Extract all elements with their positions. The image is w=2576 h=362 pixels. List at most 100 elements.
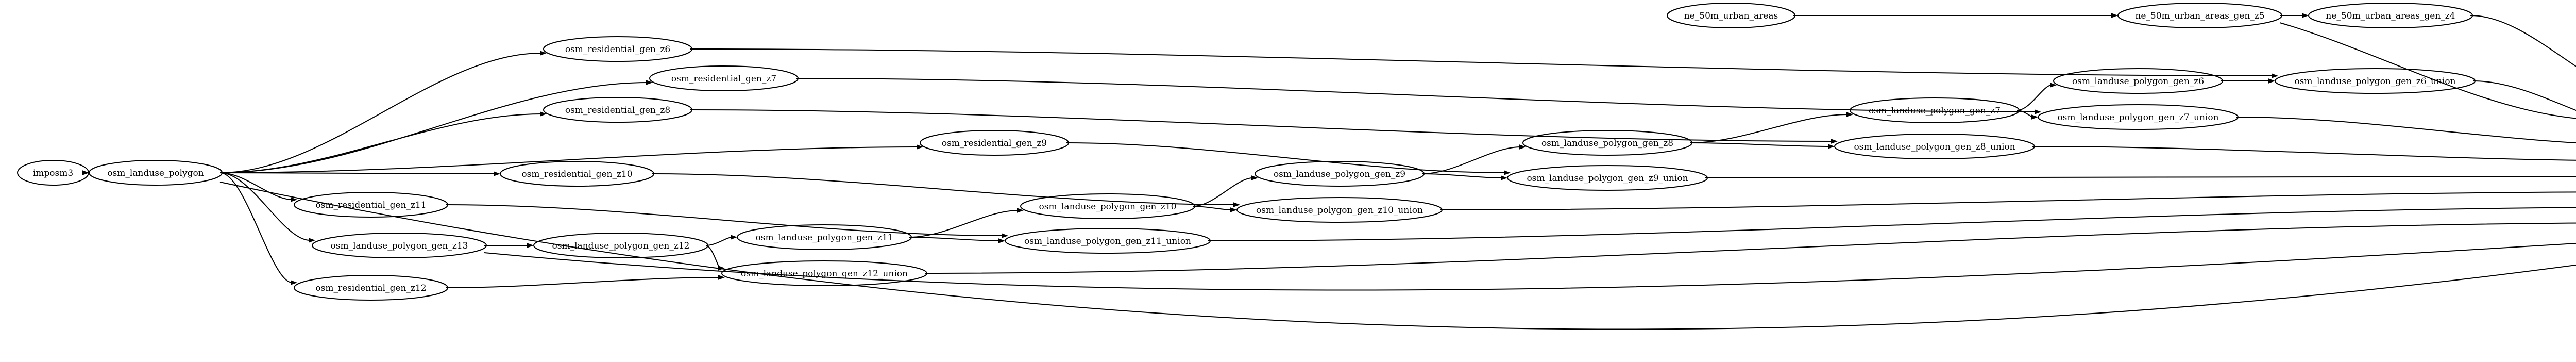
edge-arrowhead (1017, 208, 1024, 213)
edge-ne_50m_urban_areas_gen_z5-to-layer_landuse-z5 (2279, 22, 2576, 119)
edge-arrowhead (2111, 13, 2118, 18)
edge-arrowhead (2302, 13, 2309, 18)
edge-ne_50m_urban_areas_gen_z5-to-ne_50m_urban_areas_gen_z4 (2280, 13, 2309, 18)
edge-osm_landuse_polygon_gen_z12-to-osm_landuse_polygon_gen_z11 (705, 235, 737, 246)
edge-osm_landuse_polygon-to-osm_landuse_polygon_gen_z13 (219, 172, 315, 243)
edge-line (219, 172, 496, 174)
edge-line (924, 222, 2576, 274)
edge-osm_landuse_polygon_gen_z9-to-osm_landuse_polygon_gen_z9_union (1421, 173, 1507, 180)
edge-line (909, 237, 1001, 241)
node-label-osm_landuse_polygon_gen_z6: osm_landuse_polygon_gen_z6 (2072, 76, 2204, 87)
edge-osm_landuse_polygon-to-osm_residential_gen_z11 (219, 172, 297, 202)
edge-osm_landuse_polygon_gen_z6_union-to-layer_landuse-z6 (2472, 80, 2576, 111)
node-label-osm_landuse_polygon_gen_z11_union: osm_landuse_polygon_gen_z11_union (1024, 236, 1191, 246)
edge-arrowhead (2050, 83, 2057, 88)
edge-arrowhead (309, 238, 315, 243)
edge-line (705, 237, 733, 246)
node-osm_landuse_polygon: osm_landuse_polygon (89, 160, 223, 186)
edge-osm_landuse_polygon_gen_z9-to-osm_landuse_polygon_gen_z8 (1421, 144, 1526, 174)
edge-line (795, 78, 2037, 112)
edge-line (1208, 207, 2576, 241)
edge-line (1421, 173, 1503, 178)
edge-line (1689, 114, 1849, 143)
edge-arrowhead (540, 51, 547, 56)
edge-line (2472, 80, 2576, 111)
node-osm_residential_gen_z7: osm_residential_gen_z7 (649, 65, 799, 91)
edge-line (1192, 177, 1253, 207)
edge-line (219, 172, 293, 283)
edge-osm_landuse_polygon-to-osm_residential_gen_z9 (219, 144, 923, 173)
edge-line (445, 277, 720, 288)
node-osm_landuse_polygon_gen_z13: osm_landuse_polygon_gen_z13 (312, 233, 487, 258)
node-label-osm_residential_gen_z12: osm_residential_gen_z12 (315, 283, 426, 293)
node-osm_landuse_polygon_gen_z6: osm_landuse_polygon_gen_z6 (2053, 68, 2223, 94)
edge-line (484, 242, 2576, 291)
node-label-osm_residential_gen_z9: osm_residential_gen_z9 (942, 138, 1047, 149)
edge-arrowhead (1251, 175, 1258, 180)
node-label-osm_residential_gen_z8: osm_residential_gen_z8 (565, 105, 670, 116)
node-label-osm_landuse_polygon_gen_z11: osm_landuse_polygon_gen_z11 (756, 233, 893, 243)
edge-osm_landuse_polygon_gen_z7-to-osm_landuse_polygon_gen_z6 (2016, 83, 2057, 111)
edge-line (2016, 110, 2033, 118)
edge-line (2032, 146, 2576, 161)
edge-osm_landuse_polygon_gen_z10-to-osm_landuse_polygon_gen_z9 (1192, 175, 1258, 207)
edge-arrowhead (2035, 109, 2041, 114)
edge-arrowhead (1504, 170, 1511, 175)
edge-osm_landuse_polygon_gen_z9_union-to-layer_landuse-z9 (1705, 176, 2576, 178)
node-label-ne_50m_urban_areas: ne_50m_urban_areas (1684, 11, 1778, 21)
edge-osm_residential_gen_z6-to-osm_landuse_polygon_gen_z6_union (689, 48, 2278, 78)
edge-osm_landuse_polygon_gen_z12_union-to-layer_landuse-z12 (924, 222, 2576, 274)
edge-osm_landuse_polygon_gen_z8_union-to-layer_landuse-z8 (2032, 146, 2576, 161)
edge-arrowhead (540, 111, 547, 117)
node-label-osm_residential_gen_z7: osm_residential_gen_z7 (671, 74, 776, 84)
node-label-osm_residential_gen_z6: osm_residential_gen_z6 (565, 44, 670, 55)
edge-line (651, 173, 1235, 205)
edge-arrowhead (646, 80, 653, 85)
edge-ne_50m_urban_areas_gen_z4-to-layer_landuse-z4 (2470, 15, 2576, 67)
edge-arrowhead (1519, 144, 1526, 150)
edge-line (689, 109, 1833, 142)
node-osm_residential_gen_z9: osm_residential_gen_z9 (920, 130, 1069, 156)
node-osm_residential_gen_z12: osm_residential_gen_z12 (294, 275, 448, 301)
edge-line (909, 210, 1019, 238)
edge-line (2016, 85, 2052, 111)
node-label-osm_landuse_polygon_gen_z10_union: osm_landuse_polygon_gen_z10_union (1256, 205, 1423, 216)
node-ne_50m_urban_areas_gen_z4: ne_50m_urban_areas_gen_z4 (2308, 3, 2473, 28)
edge-arrowhead (998, 238, 1005, 243)
edge-imposm3-to-osm_landuse_polygon (82, 170, 89, 175)
edge-osm_landuse_polygon_gen_z11_union-to-layer_landuse-z11 (1208, 207, 2576, 241)
node-ne_50m_urban_areas: ne_50m_urban_areas (1667, 3, 1795, 28)
node-osm_landuse_polygon_gen_z9: osm_landuse_polygon_gen_z9 (1255, 161, 1425, 187)
edge-osm_landuse_polygon_gen_z7-to-osm_landuse_polygon_gen_z7_union (2016, 110, 2038, 120)
edge-arrowhead (2031, 114, 2038, 120)
edge-arrowhead (291, 280, 297, 285)
edge-osm_residential_gen_z12-to-osm_landuse_polygon_gen_z12_union (445, 275, 725, 288)
node-osm_residential_gen_z8: osm_residential_gen_z8 (543, 97, 692, 123)
edge-arrowhead (1846, 112, 1853, 117)
node-osm_residential_gen_z6: osm_residential_gen_z6 (543, 36, 692, 62)
node-label-osm_residential_gen_z10: osm_residential_gen_z10 (521, 169, 632, 179)
edge-arrowhead (527, 243, 534, 248)
node-label-ne_50m_urban_areas_gen_z5: ne_50m_urban_areas_gen_z5 (2135, 11, 2264, 21)
node-osm_landuse_polygon_gen_z9_union: osm_landuse_polygon_gen_z9_union (1507, 165, 1708, 191)
edge-arrowhead (1831, 139, 1838, 144)
edge-line (219, 113, 542, 173)
node-osm_residential_gen_z10: osm_residential_gen_z10 (500, 161, 654, 187)
edge-arrowhead (2272, 73, 2278, 78)
node-label-imposm3: imposm3 (33, 168, 73, 178)
edge-arrowhead (1002, 233, 1008, 238)
edge-line (219, 182, 2576, 330)
node-label-osm_landuse_polygon: osm_landuse_polygon (107, 168, 204, 178)
node-label-osm_landuse_polygon_gen_z10: osm_landuse_polygon_gen_z10 (1039, 202, 1177, 212)
edge-arrowhead (731, 235, 737, 240)
node-ne_50m_urban_areas_gen_z5: ne_50m_urban_areas_gen_z5 (2117, 3, 2282, 28)
edge-osm_landuse_polygon_gen_z13-to-layer_landuse-z13 (484, 242, 2576, 291)
edge-osm_landuse_polygon-to-osm_residential_gen_z6 (219, 51, 547, 173)
edge-line (1421, 146, 1521, 174)
edge-osm_landuse_polygon_gen_z8-to-osm_landuse_polygon_gen_z7 (1689, 112, 1853, 143)
edge-line (219, 53, 542, 173)
edge-osm_landuse_polygon_gen_z13-to-osm_landuse_polygon_gen_z12 (484, 243, 534, 248)
edge-osm_residential_gen_z11-to-osm_landuse_polygon_gen_z11_union (445, 204, 1008, 238)
edge-osm_landuse_polygon_gen_z12-to-osm_landuse_polygon_gen_z12_union (705, 245, 725, 271)
edge-line (2470, 15, 2576, 67)
